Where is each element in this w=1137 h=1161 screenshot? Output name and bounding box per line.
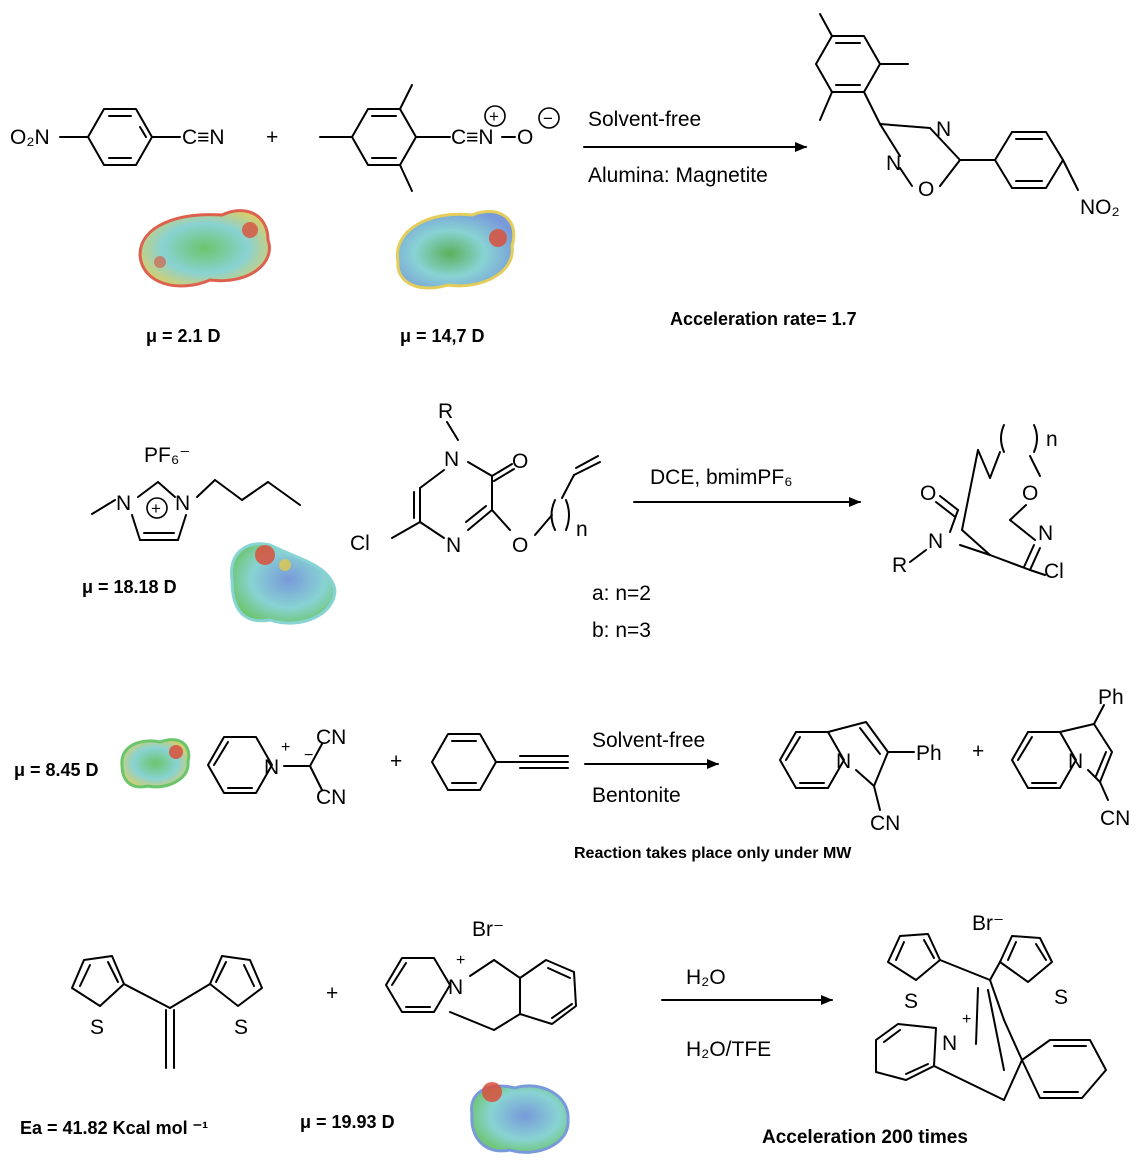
p2-ph-label: Ph <box>1098 686 1124 709</box>
thiophene-s-1: S <box>90 1016 104 1039</box>
indolizine-product-1: N Ph CN <box>779 721 942 835</box>
product-cl-label: Cl <box>1044 560 1064 583</box>
esp-map-1 <box>138 209 271 288</box>
thiophene-s-2: S <box>234 1016 248 1039</box>
row2: PF₆⁻ N N + μ = 18.18 D R N <box>82 400 1064 642</box>
ylide-n-label: N <box>264 756 279 779</box>
substrate-n-index: n <box>576 518 588 541</box>
product-n-label-2: N <box>886 152 901 175</box>
acr-positive-charge: + <box>456 952 465 969</box>
product-bromide: Br⁻ <box>972 912 1004 935</box>
variant-b: b: n=3 <box>592 619 651 642</box>
product-n-index: n <box>1046 428 1058 451</box>
p1-n-label: N <box>836 750 851 773</box>
dipole-moment-ylide: μ = 8.45 D <box>14 760 99 780</box>
pyrazinone-substrate: R N O N Cl O n <box>350 400 601 557</box>
acceleration-note: Acceleration rate= 1.7 <box>670 309 857 329</box>
substrate-r-label: R <box>438 400 453 423</box>
condition-top-4: H₂O <box>686 966 726 989</box>
ylide-positive-charge: + <box>281 739 290 756</box>
substrate-ether-o: O <box>512 534 528 557</box>
product-thiophene-s-2: S <box>1054 986 1068 1009</box>
p2-n-label: N <box>1068 750 1083 773</box>
il-positive-charge: + <box>151 499 161 518</box>
nitrile-label: C≡N <box>182 126 225 149</box>
condition-bottom-4: H₂O/TFE <box>686 1038 771 1061</box>
dipole-moment-1: μ = 2.1 D <box>146 326 221 346</box>
phenylacetylene-structure <box>431 733 569 791</box>
indolizine-product-2: N Ph CN <box>1011 686 1130 830</box>
bromide-counterion: Br⁻ <box>472 918 504 941</box>
p2-cn-label: CN <box>1100 807 1130 830</box>
positive-charge: + <box>489 107 499 126</box>
row4: S S + Br⁻ N + H₂O <box>20 912 1107 1154</box>
product-nitro-label: NO₂ <box>1080 196 1120 219</box>
esp-map-il <box>230 542 337 625</box>
dipole-moment-il: μ = 18.18 D <box>82 577 177 597</box>
oxide-oxygen-label: O <box>517 126 533 149</box>
plus-sign-3: + <box>390 750 402 773</box>
condition-bottom-3: Bentonite <box>592 784 681 807</box>
dipole-moment-acr: μ = 19.93 D <box>300 1112 395 1132</box>
product-positive-charge: + <box>962 1011 971 1028</box>
substituent-label: O₂N <box>10 126 50 149</box>
product-o-label: O <box>918 178 934 201</box>
product-r-label: R <box>892 554 907 577</box>
cyano-top: CN <box>316 726 346 749</box>
pyridinium-ylide-structure: N + − CN CN <box>207 726 346 809</box>
p1-ph-label: Ph <box>916 742 942 765</box>
activation-energy: Ea = 41.82 Kcal mol ⁻¹ <box>20 1118 208 1138</box>
cycloadduct-product-structure: Br⁻ S S N + <box>875 912 1107 1101</box>
il-n-label-1: N <box>116 492 131 515</box>
plus-sign-4: + <box>972 740 984 763</box>
pf6-counterion: PF₆⁻ <box>144 444 190 467</box>
substrate-n-label-1: N <box>444 448 459 471</box>
il-n-label-2: N <box>175 492 190 515</box>
acridizinium-structure: Br⁻ N + <box>385 918 577 1031</box>
product-n-label-1: N <box>936 118 951 141</box>
nitrobenzonitrile-structure: O₂N C≡N <box>10 108 225 166</box>
oxadiazole-product-structure: N N O NO₂ <box>815 13 1120 219</box>
substrate-n-label-2: N <box>446 534 461 557</box>
substrate-keto-o: O <box>512 450 528 473</box>
row1: O₂N C≡N + C≡N O + − <box>10 13 1120 346</box>
esp-map-2 <box>395 210 516 290</box>
product-n-label: N <box>942 1032 957 1055</box>
dipole-moment-2: μ = 14,7 D <box>400 326 485 346</box>
condition: DCE, bmimPF₆ <box>650 466 793 489</box>
ionic-liquid-structure: PF₆⁻ N N + <box>91 444 301 541</box>
row3: μ = 8.45 D N + − CN CN + <box>14 686 1130 862</box>
acceleration-note-4: Acceleration 200 times <box>762 1127 968 1148</box>
product-ring-n: N <box>1038 522 1053 545</box>
esp-map-acr <box>470 1082 570 1154</box>
condition-bottom: Alumina: Magnetite <box>588 164 768 187</box>
variant-a: a: n=2 <box>592 582 651 605</box>
bicyclic-product-structure: n O N Cl O N R <box>892 424 1064 583</box>
nitrile-oxide-label: C≡N <box>451 126 494 149</box>
p1-cn-label: CN <box>870 812 900 835</box>
product-ring-o: O <box>1022 482 1038 505</box>
ylide-negative-charge: − <box>304 747 313 764</box>
negative-charge: − <box>543 109 553 128</box>
condition-top-3: Solvent-free <box>592 729 705 752</box>
product-thiophene-s-1: S <box>904 990 918 1013</box>
substrate-cl-label: Cl <box>350 532 370 555</box>
nitrile-oxide-structure: C≡N O + − <box>319 84 560 192</box>
cyano-bottom: CN <box>316 786 346 809</box>
acr-n-label: N <box>448 976 463 999</box>
mw-note: Reaction takes place only under MW <box>574 845 852 862</box>
product-keto-o: O <box>920 482 936 505</box>
product-amide-n: N <box>928 530 943 553</box>
condition-top: Solvent-free <box>588 108 701 131</box>
dithienylethylene-structure: S S <box>71 955 263 1069</box>
plus-sign: + <box>266 126 278 149</box>
plus-sign-5: + <box>326 982 338 1005</box>
esp-map-ylide <box>120 738 191 789</box>
